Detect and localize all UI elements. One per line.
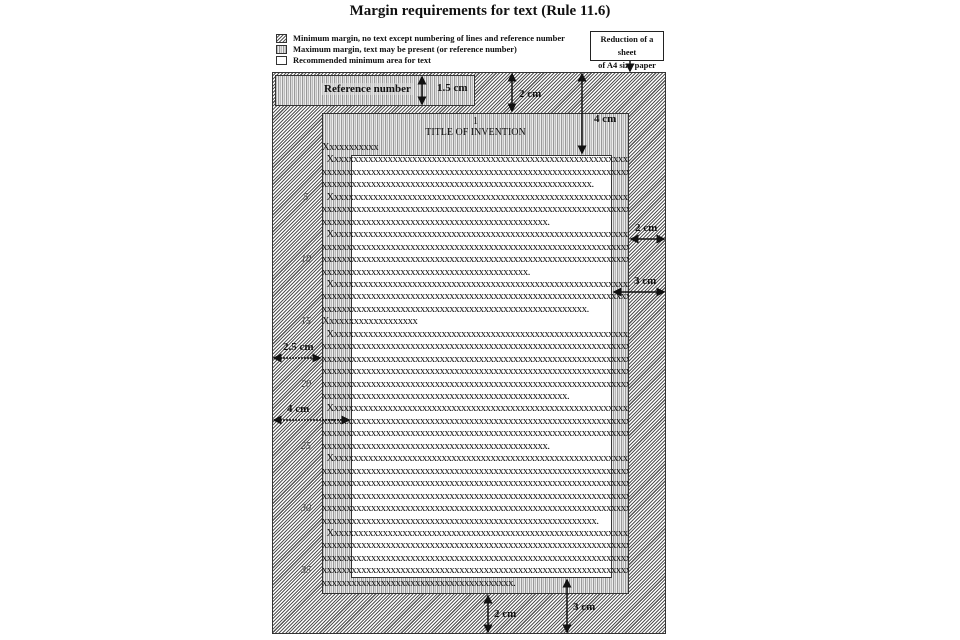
text-line: xxxxxxxxxxxxxxxxxxxxxxxxxxxxxxxxxxxxxxxx… — [322, 341, 629, 353]
recommended-text-area — [351, 155, 612, 578]
line-number: 5 — [303, 191, 309, 203]
text-line: xxxxxxxxxxxxxxxxxxxxxxxxxxxxxxxxxxxxxxxx… — [322, 353, 629, 365]
left-text-label: 4 cm — [287, 403, 310, 415]
text-line: xxxxxxxxxxxxxxxxxxxxxxxxxxxxxxxxxxxxxxxx… — [322, 216, 550, 228]
line-number: 25 — [301, 440, 311, 452]
text-line: xxxxxxxxxxxxxxxxxxxxxxxxxxxxxxxxxxxxxxxx… — [322, 552, 629, 564]
text-line: xxxxxxxxxxxxxxxxxxxxxxxxxxxxxxxxxxxxxxxx… — [322, 366, 629, 378]
text-line: xxxxxxxxxxxxxxxxxxxxxxxxxxxxxxxxxxxxxxxx… — [322, 241, 629, 253]
bottom-min-label: 2 cm — [494, 608, 517, 620]
text-line: xxxxxxxxxxxxxxxxxxxxxxxxxxxxxxxxxxxxxxxx… — [322, 440, 550, 452]
top-min-label: 2 cm — [519, 88, 542, 100]
legend-item-minimum-margin: Minimum margin, no text except numbering… — [276, 33, 565, 44]
line-number: 35 — [301, 565, 311, 577]
text-line: xxxxxxxxxxxxxxxxxxxxxxxxxxxxxxxxxxxxxxx. — [322, 577, 516, 589]
right-min-label: 2 cm — [635, 222, 658, 234]
text-line: xxxxxxxxxxxxxxxxxxxxxxxxxxxxxxxxxxxxxxxx… — [322, 490, 629, 502]
line-number: 15 — [301, 316, 311, 328]
text-line: xxxxxxxxxxxxxxxxxxxxxxxxxxxxxxxxxxxxxxxx… — [322, 565, 629, 577]
text-line: xxxxxxxxxxxxxxxxxxxxxxxxxxxxxxxxxxxxxxxx… — [322, 415, 629, 427]
legend-label: Recommended minimum area for text — [293, 55, 432, 65]
top-text-label: 4 cm — [594, 113, 617, 125]
text-line: xxxxxxxxxxxxxxxxxxxxxxxxxxxxxxxxxxxxxxxx… — [322, 503, 629, 515]
line-number: 20 — [301, 378, 311, 390]
page-number: 1 — [473, 116, 478, 127]
page-heading: 1 TITLE OF INVENTION — [322, 116, 629, 138]
diagram-title: Margin requirements for text (Rule 11.6) — [349, 3, 611, 19]
reference-number-label: Reference number — [322, 83, 413, 95]
hatch-swatch-icon — [276, 34, 287, 43]
text-line: Xxxxxxxxxxxxxxxxxxxxxxxxxxxxxxxxxxxxxxxx… — [322, 328, 629, 340]
title-of-invention: TITLE OF INVENTION — [425, 127, 526, 138]
reduction-note-line: Reduction of a sheet — [600, 34, 654, 57]
legend-label: Maximum margin, text may be present (or … — [293, 44, 517, 54]
text-line: xxxxxxxxxxxxxxxxxxxxxxxxxxxxxxxxxxxxxxxx… — [322, 391, 570, 402]
text-line: Xxxxxxxxxxx — [322, 142, 379, 153]
text-line: xxxxxxxxxxxxxxxxxxxxxxxxxxxxxxxxxxxxxxxx… — [322, 204, 629, 216]
text-line: Xxxxxxxxxxxxxxxxxxxxxxxxxxxxxxxxxxxxxxxx… — [322, 191, 629, 203]
left-min-label: 2.5 cm — [283, 341, 314, 353]
stripe-swatch-icon — [276, 45, 287, 54]
text-line: xxxxxxxxxxxxxxxxxxxxxxxxxxxxxxxxxxxxxxxx… — [322, 179, 594, 191]
text-line: Xxxxxxxxxxxxxxxxxxxxxxxxxxxxxxxxxxxxxxxx… — [322, 453, 629, 465]
text-line: Xxxxxxxxxxxxxxxxxxxxxxxxxxxxxxxxxxxxxxxx… — [322, 229, 629, 241]
text-line: xxxxxxxxxxxxxxxxxxxxxxxxxxxxxxxxxxxxxxxx… — [322, 266, 531, 278]
text-line: Xxxxxxxxxxxxxxxxxxxxxxxxxxxxxxxxxxxxxxxx… — [322, 527, 629, 539]
text-line: xxxxxxxxxxxxxxxxxxxxxxxxxxxxxxxxxxxxxxxx… — [322, 291, 629, 303]
text-line: xxxxxxxxxxxxxxxxxxxxxxxxxxxxxxxxxxxxxxxx… — [322, 465, 629, 477]
text-line: xxxxxxxxxxxxxxxxxxxxxxxxxxxxxxxxxxxxxxxx… — [322, 478, 629, 490]
legend-label: Minimum margin, no text except numbering… — [293, 33, 565, 43]
text-line: Xxxxxxxxxxxxxxxxxxx — [322, 316, 418, 328]
line-number: 30 — [301, 503, 311, 515]
legend-item-text-area: Recommended minimum area for text — [276, 55, 431, 66]
text-line: xxxxxxxxxxxxxxxxxxxxxxxxxxxxxxxxxxxxxxxx… — [322, 540, 629, 552]
bottom-text-label: 3 cm — [573, 601, 596, 613]
text-line: xxxxxxxxxxxxxxxxxxxxxxxxxxxxxxxxxxxxxxxx… — [322, 254, 629, 266]
text-line: xxxxxxxxxxxxxxxxxxxxxxxxxxxxxxxxxxxxxxxx… — [322, 378, 629, 390]
text-line: Xxxxxxxxxxxxxxxxxxxxxxxxxxxxxxxxxxxxxxxx… — [322, 278, 629, 290]
text-line: xxxxxxxxxxxxxxxxxxxxxxxxxxxxxxxxxxxxxxxx… — [322, 515, 599, 527]
blank-swatch-icon — [276, 56, 287, 65]
text-line: xxxxxxxxxxxxxxxxxxxxxxxxxxxxxxxxxxxxxxxx… — [322, 303, 589, 315]
line-number: 10 — [301, 254, 311, 266]
text-line: xxxxxxxxxxxxxxxxxxxxxxxxxxxxxxxxxxxxxxxx… — [322, 428, 629, 440]
right-text-label: 3 cm — [634, 275, 657, 287]
ref-height-label: 1.5 cm — [437, 82, 468, 94]
text-line: Xxxxxxxxxxxxxxxxxxxxxxxxxxxxxxxxxxxxxxxx… — [322, 154, 629, 166]
legend-item-maximum-margin: Maximum margin, text may be present (or … — [276, 44, 517, 55]
text-line: Xxxxxxxxxxxxxxxxxxxxxxxxxxxxxxxxxxxxxxxx… — [322, 403, 629, 415]
text-line: xxxxxxxxxxxxxxxxxxxxxxxxxxxxxxxxxxxxxxxx… — [322, 166, 629, 178]
